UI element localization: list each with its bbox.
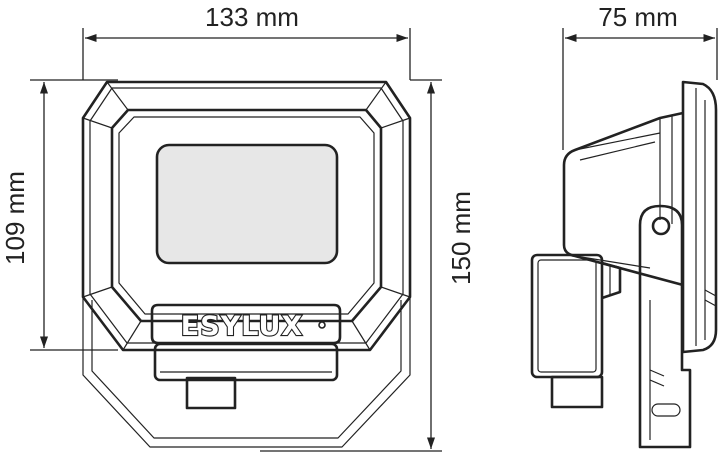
- dimension-width-front: 133 mm: [82, 2, 411, 80]
- logo-plate: [150, 303, 342, 345]
- side-back-housing: [562, 111, 684, 287]
- height-total-label: 150 mm: [446, 191, 476, 285]
- width-front-label: 133 mm: [205, 2, 299, 32]
- side-view: [530, 80, 718, 449]
- swivel-joint: [185, 376, 237, 410]
- side-mounting-bracket: [638, 204, 692, 449]
- dimension-depth-side: 75 mm: [562, 2, 718, 150]
- side-junction-box: [530, 253, 604, 379]
- dimension-height-body: 109 mm: [0, 79, 118, 351]
- led-panel: [155, 143, 339, 265]
- height-body-label: 109 mm: [0, 171, 30, 265]
- depth-side-label: 75 mm: [598, 2, 677, 32]
- dimension-height-total: 150 mm: [260, 79, 476, 452]
- front-view: ESYLUX: [81, 80, 412, 448]
- mounting-bracket: [82, 290, 411, 448]
- side-front-cover: [681, 80, 718, 354]
- logo-dot-icon: [318, 321, 326, 329]
- bracket-pivot-icon: [651, 216, 671, 236]
- bracket-slot: [651, 403, 681, 417]
- esylux-logo-text: ESYLUX: [181, 311, 303, 342]
- side-cable-gland: [550, 375, 604, 409]
